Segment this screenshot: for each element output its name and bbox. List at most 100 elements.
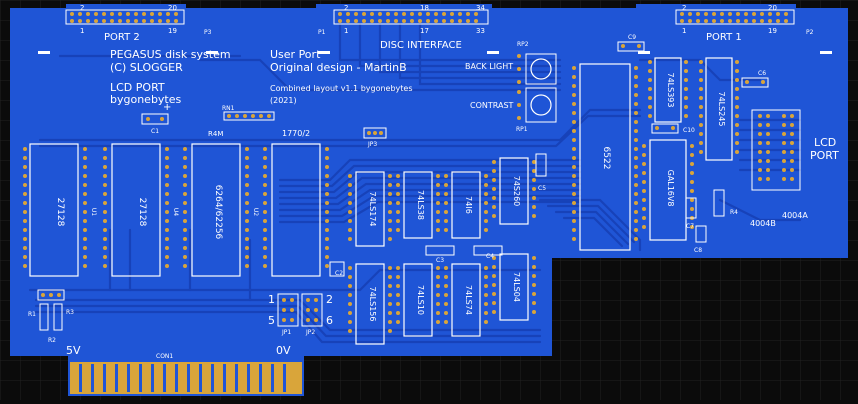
small-capacitors: C9 C6 C10 C2 C3 C4 C5 C7 C8 bbox=[329, 34, 769, 277]
title-line-1: PEGASUS disk system bbox=[110, 48, 231, 61]
chip-u12: 74LS156 bbox=[348, 263, 392, 345]
jumper-pin-6: 6 bbox=[326, 314, 333, 327]
chip-u7: 74S260 bbox=[492, 157, 536, 225]
chip-u11-label: GAL16V8 bbox=[666, 170, 675, 207]
disc-pin-2: 2 bbox=[344, 4, 348, 12]
p1-ref: P1 bbox=[318, 29, 326, 36]
r2-ref: R2 bbox=[48, 337, 56, 344]
board-outline bbox=[10, 4, 848, 396]
r4-ref: R4 bbox=[730, 209, 738, 216]
contrast-label: CONTRAST bbox=[470, 101, 514, 110]
potentiometers: BACK LIGHT CONTRAST RP2 RP1 bbox=[465, 41, 557, 133]
diode-4004b-label: 4004B bbox=[750, 219, 776, 228]
chip-u13-label: 74LS10 bbox=[416, 285, 425, 315]
port1-pin-19: 19 bbox=[768, 27, 777, 35]
chip-u6: 74I6 bbox=[444, 171, 488, 239]
c4-ref: C4 bbox=[486, 253, 494, 260]
chip-u10: 74LS245 bbox=[699, 57, 739, 161]
chip-fdc bbox=[263, 143, 329, 277]
port1-label: PORT 1 bbox=[706, 32, 742, 43]
c6-ref: C6 bbox=[758, 70, 766, 77]
lcd-label-line-1: LCD bbox=[814, 136, 836, 149]
con1-ref: CON1 bbox=[156, 353, 173, 360]
jumper-pin-2: 2 bbox=[326, 293, 333, 306]
c7-ref: C7 bbox=[686, 223, 694, 230]
title-line-3: LCD PORT bbox=[110, 81, 165, 94]
edge-0v-label: 0V bbox=[276, 344, 291, 357]
jp1-ref: JP1 bbox=[281, 329, 291, 336]
chip-u3-ref: U2 bbox=[252, 208, 259, 216]
chip-u2-label: 27128 bbox=[137, 198, 147, 227]
capacitor-c1: + C1 bbox=[141, 102, 171, 135]
title-line-2: (C) SLOGGER bbox=[110, 61, 183, 74]
jp3-ref: JP3 bbox=[367, 141, 377, 148]
chip-u5: 74LS38 bbox=[396, 171, 440, 239]
chip-u9-label: 74LS393 bbox=[666, 73, 675, 108]
r4m-label: R4M bbox=[208, 130, 223, 138]
original-design-label: Original design - MartinB bbox=[270, 61, 407, 74]
rp2-ref: RP2 bbox=[517, 41, 529, 48]
jumper-pin-1: 1 bbox=[268, 293, 275, 306]
port2-pin-2: 2 bbox=[80, 4, 84, 12]
chip-u5-label: 74LS38 bbox=[416, 190, 425, 220]
jumper-pin-5: 5 bbox=[268, 314, 275, 327]
disc-interface-label: DISC INTERFACE bbox=[380, 40, 462, 51]
r1-ref: R1 bbox=[28, 311, 36, 318]
disc-interface-connector: 2 18 34 1 17 33 P1 DISC INTERFACE bbox=[318, 4, 489, 51]
year-label: (2021) bbox=[270, 96, 297, 105]
disc-pin-33: 33 bbox=[476, 27, 485, 35]
chip-u8-label: 6522 bbox=[601, 147, 611, 170]
c10-ref: C10 bbox=[683, 127, 695, 134]
r3-ref: R3 bbox=[66, 309, 74, 316]
c2-ref: C2 bbox=[335, 270, 343, 277]
title-line-4: bygonebytes bbox=[110, 93, 182, 106]
chip-u4: 74LS174 bbox=[348, 171, 392, 247]
port2-pin-20: 20 bbox=[168, 4, 177, 12]
chip-u13: 74LS10 bbox=[396, 263, 440, 337]
diode-4004a-label: 4004A bbox=[782, 211, 808, 220]
user-port-label: User Port bbox=[270, 48, 321, 61]
chip-u1: 27128 U1 bbox=[23, 143, 97, 277]
chip-u4-label: 74LS174 bbox=[368, 192, 377, 227]
chip-u3: 6264/62256 U2 bbox=[183, 143, 259, 277]
jp2-ref: JP2 bbox=[305, 329, 315, 336]
chip-u7-label: 74S260 bbox=[512, 176, 521, 207]
port1-pin-2: 2 bbox=[682, 4, 686, 12]
chip-u2-ref: U4 bbox=[172, 208, 179, 216]
chip-u3-label: 6264/62256 bbox=[213, 185, 223, 240]
disc-pin-17: 17 bbox=[420, 27, 429, 35]
chip-u9: 74LS393 bbox=[648, 57, 688, 123]
c9-ref: C9 bbox=[628, 34, 636, 41]
chip-u2: 27128 U4 bbox=[103, 143, 179, 277]
disc-pin-18: 18 bbox=[420, 4, 429, 12]
chip-u14-label: 74LS74 bbox=[464, 285, 473, 315]
chip-u14: 74LS74 bbox=[444, 263, 488, 337]
resistors-r1-r3: R1 R3 R2 bbox=[28, 289, 74, 344]
chip-u6-label: 74I6 bbox=[464, 196, 473, 214]
lcd-port-header: LCD PORT bbox=[751, 109, 839, 191]
p1b-ref: P2 bbox=[806, 29, 814, 36]
chip-u10-label: 74LS245 bbox=[717, 92, 726, 127]
chip-u15: 74LS04 bbox=[492, 253, 536, 321]
c1-plus: + bbox=[163, 102, 171, 113]
rn1-resistor-network: RN1 bbox=[222, 105, 275, 121]
mounting-holes bbox=[38, 51, 832, 54]
c1-ref: C1 bbox=[151, 128, 159, 135]
disc-pin-1: 1 bbox=[344, 27, 348, 35]
chip-u1-ref: U1 bbox=[90, 208, 97, 216]
edge-connector-con1: 5V 0V CON1 bbox=[66, 344, 302, 394]
chip-u8: 6522 bbox=[572, 63, 638, 251]
p3-ref: P3 bbox=[204, 29, 212, 36]
chip-u1-label: 27128 bbox=[55, 198, 65, 227]
rp1-ref: RP1 bbox=[516, 126, 528, 133]
title-block: PEGASUS disk system (C) SLOGGER LCD PORT… bbox=[110, 48, 413, 106]
disc-pin-34: 34 bbox=[476, 4, 485, 12]
port2-pin-19: 19 bbox=[168, 27, 177, 35]
chip-u12-label: 74LS156 bbox=[368, 287, 377, 322]
port1-connector: 2 20 1 19 PORT 1 P2 bbox=[675, 4, 814, 43]
back-light-label: BACK LIGHT bbox=[465, 62, 513, 71]
jumper-jp3: JP3 bbox=[363, 127, 387, 148]
port2-pin-1: 1 bbox=[80, 27, 84, 35]
